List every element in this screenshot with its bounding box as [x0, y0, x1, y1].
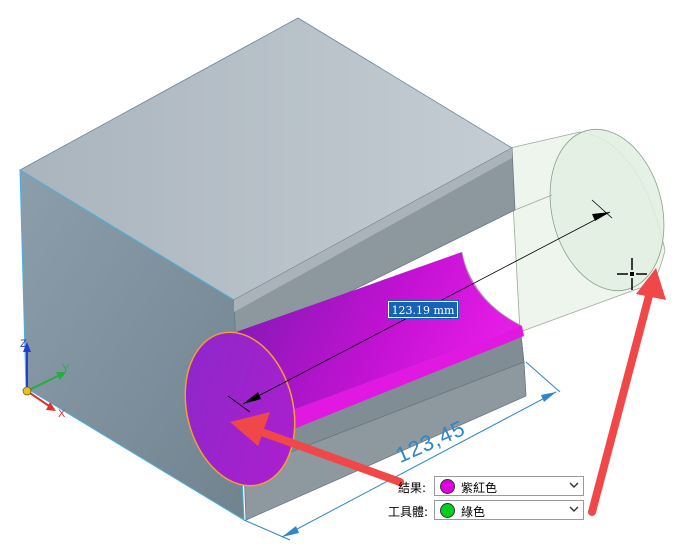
triad-y-label: Y	[62, 363, 70, 375]
color-legend-panel: 結果: 紫紅色 工具體: 綠色	[384, 474, 590, 522]
result-color-value: 紫紅色	[461, 481, 498, 495]
width-dimension[interactable]	[243, 361, 561, 541]
triad-z-label: Z	[20, 338, 27, 350]
chevron-down-icon	[569, 482, 579, 488]
triad-x-label: X	[58, 408, 66, 420]
crosshair-cursor-icon	[617, 258, 647, 290]
result-color-dropdown[interactable]: 紫紅色	[434, 476, 584, 496]
coordinate-triad[interactable]: Z Y X	[20, 338, 70, 420]
cut-result-surface[interactable]	[170, 252, 524, 498]
tool-color-row: 工具體: 綠色	[384, 500, 590, 520]
chevron-down-icon	[569, 506, 579, 512]
result-color-swatch	[440, 479, 455, 494]
tool-color-value: 綠色	[461, 505, 486, 519]
annotation-arrow-result	[230, 412, 404, 486]
annotation-arrow-tool	[588, 268, 666, 516]
length-dimension-value[interactable]: 123.19 mm	[387, 300, 459, 319]
tool-body-cylinder[interactable]	[509, 117, 678, 333]
hole-face[interactable]	[170, 320, 311, 497]
tool-label: 工具體:	[388, 505, 429, 519]
tool-color-swatch	[440, 503, 455, 518]
result-color-row: 結果: 紫紅色	[384, 476, 590, 496]
result-label: 結果:	[398, 481, 427, 495]
solid-block[interactable]	[19, 17, 527, 521]
tool-color-dropdown[interactable]: 綠色	[434, 500, 584, 520]
